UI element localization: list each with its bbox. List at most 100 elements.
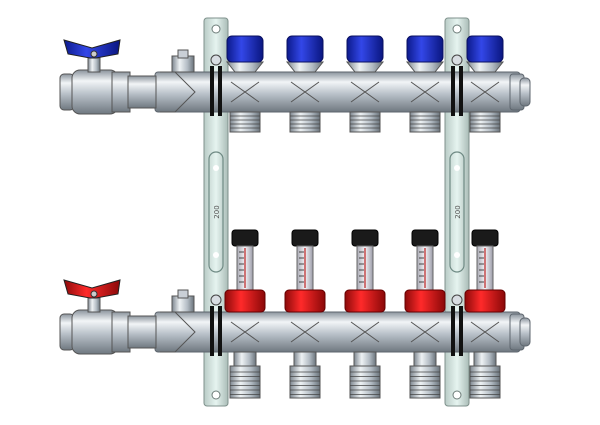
air-vent-screw bbox=[177, 289, 189, 299]
flowmeter-cap bbox=[411, 229, 439, 247]
cap-neck bbox=[345, 61, 385, 73]
flowmeter-nut bbox=[464, 289, 506, 313]
flowmeter bbox=[404, 229, 446, 399]
outlet-thread bbox=[229, 111, 261, 133]
outlet-thread bbox=[469, 111, 501, 133]
ball-valves bbox=[59, 39, 157, 355]
blue-cap-icon bbox=[406, 35, 444, 63]
valve-stem bbox=[87, 57, 101, 73]
blue-butterfly-handle-icon bbox=[63, 39, 121, 59]
flowmeter-nut bbox=[284, 289, 326, 313]
outlet-thread bbox=[409, 111, 441, 133]
handle-screw bbox=[90, 290, 98, 298]
bracket-label: 200 bbox=[454, 205, 462, 218]
cap-neck bbox=[405, 61, 445, 73]
bracket-hole bbox=[452, 24, 462, 34]
hex-body bbox=[230, 321, 260, 343]
flowmeter bbox=[464, 229, 506, 399]
blue-cap-icon bbox=[346, 35, 384, 63]
clamp-band bbox=[218, 66, 222, 116]
slot-hole bbox=[213, 165, 219, 171]
bar-body bbox=[154, 311, 521, 353]
cap-neck bbox=[225, 61, 265, 73]
hex-body bbox=[470, 321, 500, 343]
valve-union bbox=[127, 315, 157, 349]
outlet-thread bbox=[289, 365, 321, 399]
handle-screw bbox=[90, 50, 98, 58]
bracket-hole bbox=[452, 390, 462, 400]
supply-outlet bbox=[225, 35, 265, 133]
flowmeter-cap bbox=[351, 229, 379, 247]
hex-body bbox=[290, 81, 320, 103]
supply-outlet bbox=[405, 35, 445, 133]
manifold-bars bbox=[154, 49, 531, 356]
clamp-screw bbox=[210, 54, 222, 66]
outlet-neck bbox=[293, 351, 317, 367]
clamp-band bbox=[451, 306, 455, 356]
clamp-band bbox=[218, 306, 222, 356]
return-bar bbox=[154, 289, 531, 356]
air-vent-screw bbox=[177, 49, 189, 59]
clamp-screw bbox=[451, 54, 463, 66]
hex-body bbox=[410, 81, 440, 103]
valve-nut bbox=[111, 311, 131, 353]
end-plug bbox=[519, 77, 531, 107]
cap-neck bbox=[285, 61, 325, 73]
valve-nut bbox=[111, 71, 131, 113]
bracket-label: 200 bbox=[213, 205, 221, 218]
blue-cap-icon bbox=[226, 35, 264, 63]
supply-outlet bbox=[465, 35, 505, 133]
outlets bbox=[224, 35, 506, 399]
clamp-band bbox=[459, 306, 463, 356]
hex-body bbox=[290, 321, 320, 343]
valve-union bbox=[127, 75, 157, 109]
hex-body bbox=[350, 81, 380, 103]
clamp-screw bbox=[451, 294, 463, 306]
clamp-band bbox=[459, 66, 463, 116]
outlet-thread bbox=[349, 111, 381, 133]
hex-body bbox=[470, 81, 500, 103]
outlet-neck bbox=[353, 351, 377, 367]
outlet-thread bbox=[409, 365, 441, 399]
supply-bar bbox=[154, 49, 531, 116]
clamp-band bbox=[210, 306, 214, 356]
clamp-band bbox=[210, 66, 214, 116]
valve-body bbox=[71, 69, 119, 115]
supply-outlet bbox=[285, 35, 325, 133]
flowmeter-nut bbox=[404, 289, 446, 313]
flowmeter-nut bbox=[224, 289, 266, 313]
outlet-neck bbox=[473, 351, 497, 367]
supply-ball-valve bbox=[59, 39, 157, 115]
flowmeter bbox=[224, 229, 266, 399]
hex-edge bbox=[160, 311, 196, 353]
outlet-thread bbox=[469, 365, 501, 399]
flowmeter-cap bbox=[291, 229, 319, 247]
valve-stem bbox=[87, 297, 101, 313]
return-ball-valve bbox=[59, 279, 157, 355]
outlet-thread bbox=[349, 365, 381, 399]
flowmeter-nut bbox=[344, 289, 386, 313]
hex-body bbox=[350, 321, 380, 343]
blue-cap-icon bbox=[286, 35, 324, 63]
hex-body bbox=[230, 81, 260, 103]
hex-edge bbox=[160, 71, 196, 113]
bracket-hole bbox=[211, 390, 221, 400]
flowmeter-cap bbox=[471, 229, 499, 247]
slot-hole bbox=[454, 252, 460, 258]
bracket-slot bbox=[208, 151, 224, 273]
flowmeter-cap bbox=[231, 229, 259, 247]
outlet-thread bbox=[289, 111, 321, 133]
flowmeter bbox=[284, 229, 326, 399]
valve-body bbox=[71, 309, 119, 355]
outlet-neck bbox=[413, 351, 437, 367]
outlet-thread bbox=[229, 365, 261, 399]
clamp-band bbox=[451, 66, 455, 116]
bar-body bbox=[154, 71, 521, 113]
red-butterfly-handle-icon bbox=[63, 279, 121, 299]
supply-outlet bbox=[345, 35, 385, 133]
outlet-neck bbox=[233, 351, 257, 367]
cap-neck bbox=[465, 61, 505, 73]
slot-hole bbox=[213, 252, 219, 258]
